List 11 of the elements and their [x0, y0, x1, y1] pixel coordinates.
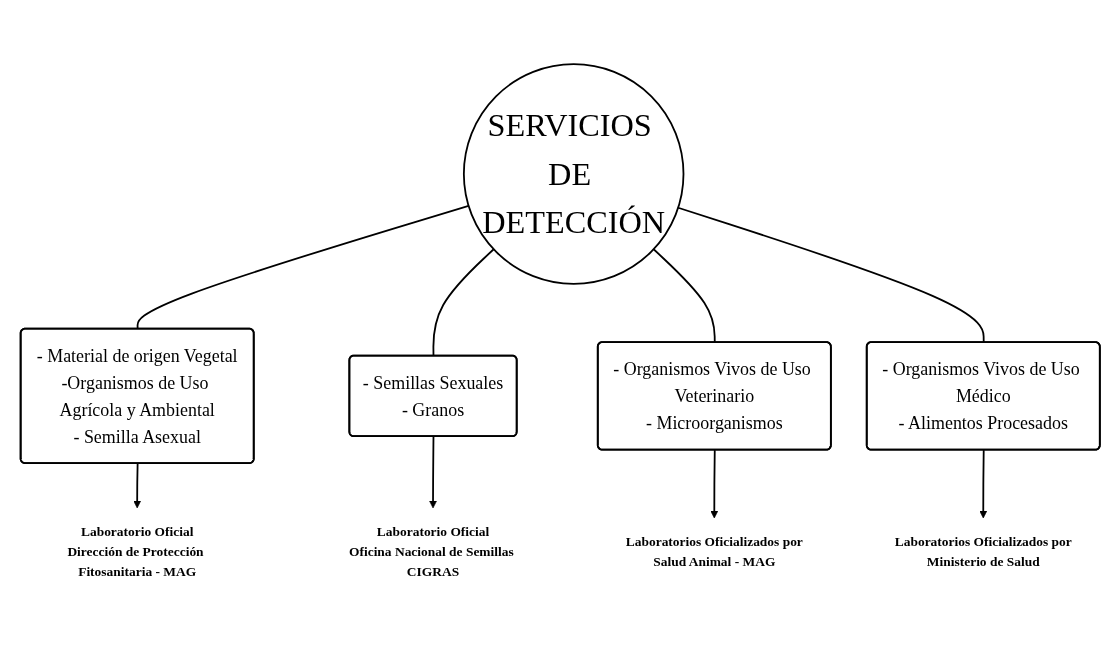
node-text: Laboratorios Oficializados por Ministerio de Salud [894, 534, 1072, 569]
node-text: Laboratorio Oficial Dirección de Protección Fitosanitaria - MAG [67, 524, 204, 580]
arrow [979, 449, 988, 519]
arrow [133, 462, 142, 509]
arrow [710, 449, 719, 519]
node-circle: SERVICIOS DE DETECCIÓN [462, 63, 685, 285]
node-text: Laboratorio Oficial Oficina Nacional de Semillas CIGRAS [348, 524, 514, 580]
node-text: Laboratorios Oficializados por Salud Animal - MAG [625, 534, 803, 569]
connector [677, 207, 985, 344]
connector [652, 248, 716, 344]
arrow [429, 436, 437, 509]
